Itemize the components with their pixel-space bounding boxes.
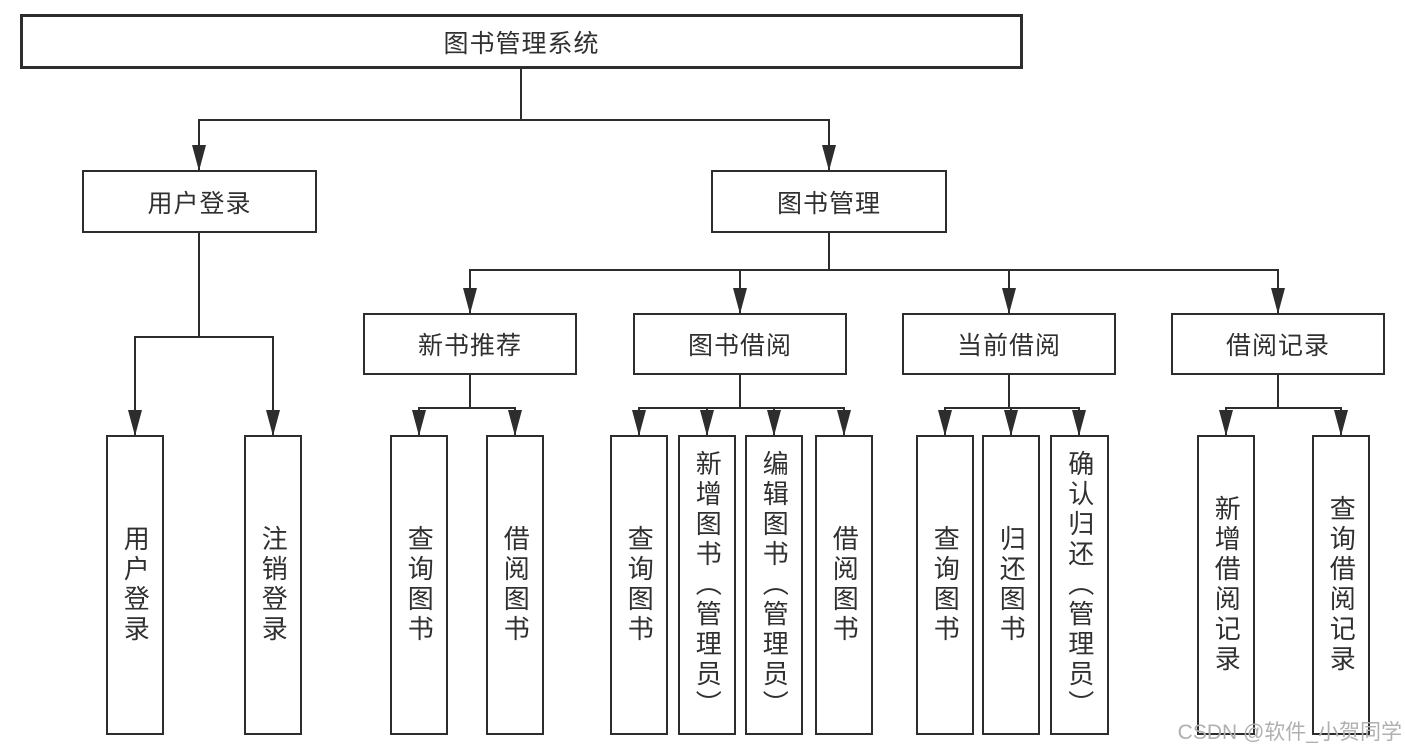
leaf-logout: 注销登录 (244, 435, 302, 735)
node-label: 查询图书 (930, 525, 961, 645)
node-label: 注销登录 (258, 525, 289, 645)
node-label: 图书借阅 (687, 332, 792, 360)
leaf-borrow-query-book: 查询图书 (610, 435, 668, 735)
node-label: 归还图书 (996, 525, 1027, 645)
node-label: 查询图书 (404, 525, 435, 645)
node-label: 借阅图书 (500, 525, 531, 645)
leaf-records-query-record: 查询借阅记录 (1312, 435, 1370, 735)
leaf-borrow-add-book-admin: 新增图书（管理员） (678, 435, 736, 735)
node-label: 编辑图书（管理员） (759, 450, 790, 720)
node-label: 图书管理 (776, 189, 881, 218)
leaf-newrec-query-book: 查询图书 (390, 435, 448, 735)
leaf-newrec-borrow-book: 借阅图书 (486, 435, 544, 735)
leaf-current-query-book: 查询图书 (916, 435, 974, 735)
node-root: 图书管理系统 (20, 14, 1023, 69)
leaf-borrow-borrow-book: 借阅图书 (815, 435, 873, 735)
leaf-current-confirm-return-admin: 确认归还（管理员） (1050, 435, 1109, 735)
node-label: 新增图书（管理员） (692, 450, 723, 720)
node-label: 确认归还（管理员） (1064, 450, 1095, 720)
leaf-current-return-book: 归还图书 (982, 435, 1040, 735)
node-label: 当前借阅 (956, 332, 1061, 360)
node-label: 借阅记录 (1225, 332, 1330, 360)
node-current-borrow: 当前借阅 (902, 313, 1116, 375)
node-label: 图书管理系统 (443, 29, 600, 58)
leaf-borrow-edit-book-admin: 编辑图书（管理员） (745, 435, 803, 735)
node-borrow-records: 借阅记录 (1171, 313, 1385, 375)
watermark: CSDN @软件_小贺同学 (1177, 721, 1402, 744)
node-user-login: 用户登录 (82, 170, 317, 233)
node-label: 新书推荐 (417, 332, 522, 360)
node-label: 借阅图书 (829, 525, 860, 645)
node-label: 新增借阅记录 (1211, 495, 1242, 675)
node-label: 查询图书 (624, 525, 655, 645)
leaf-records-add-record: 新增借阅记录 (1197, 435, 1255, 735)
node-book-borrow: 图书借阅 (633, 313, 847, 375)
leaf-user-login: 用户登录 (106, 435, 164, 735)
node-label: 查询借阅记录 (1326, 495, 1357, 675)
node-label: 用户登录 (120, 525, 151, 645)
node-label: 用户登录 (147, 189, 252, 218)
node-new-book-recommend: 新书推荐 (363, 313, 577, 375)
node-book-management: 图书管理 (711, 170, 947, 233)
